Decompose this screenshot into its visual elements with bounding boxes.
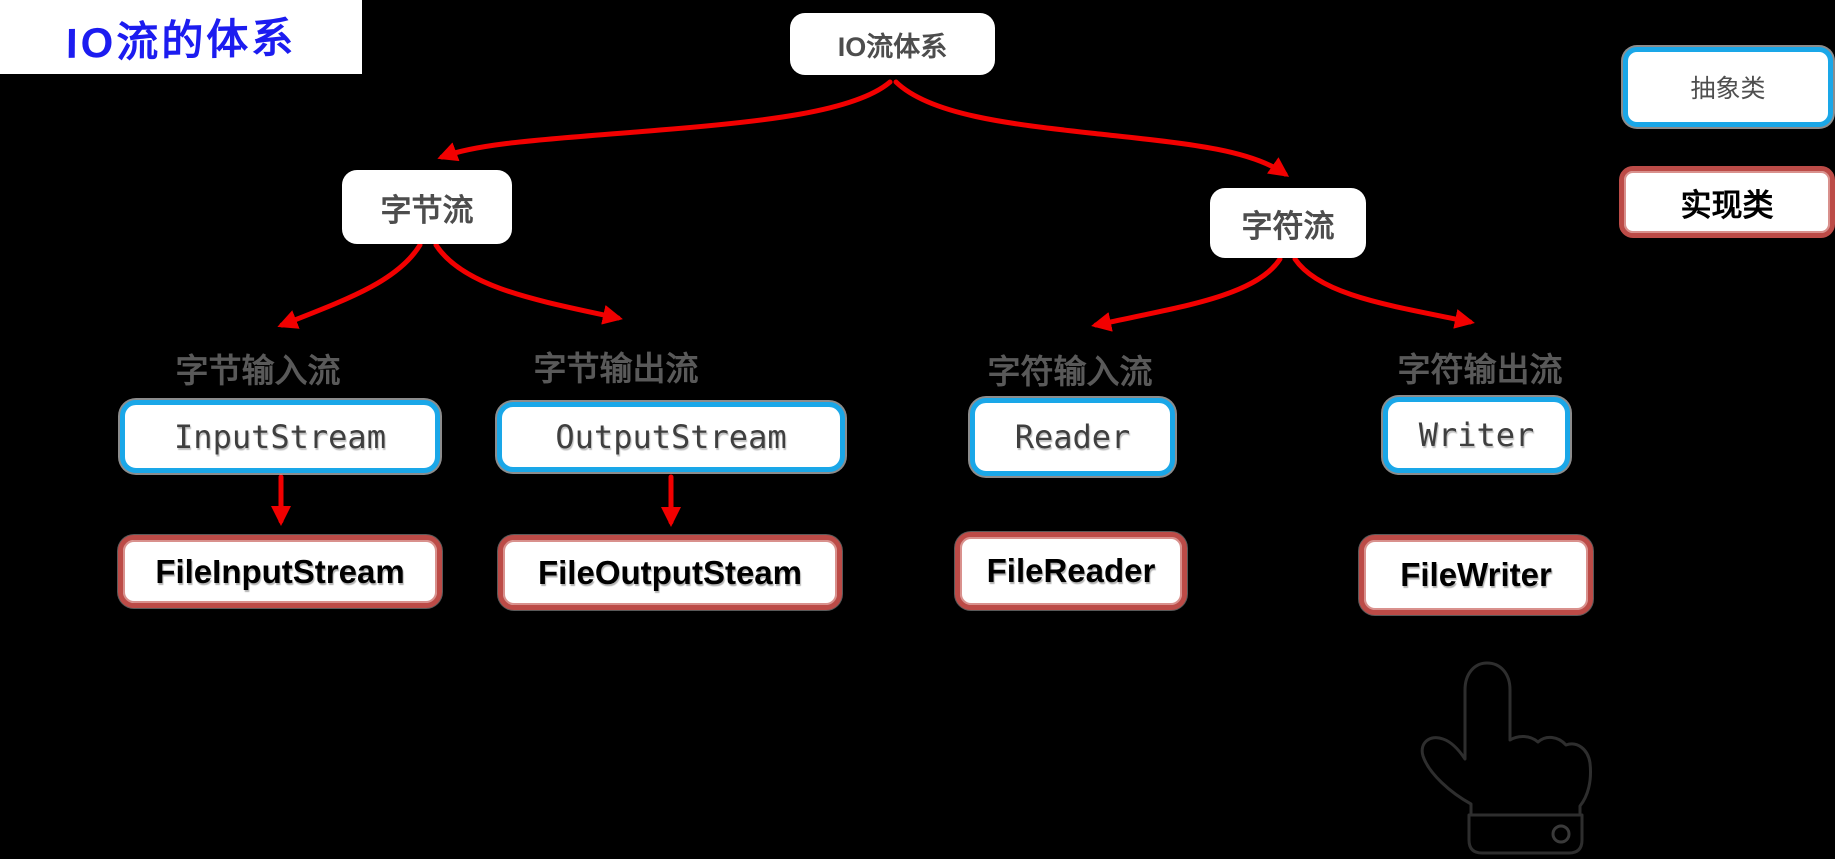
arrow-byte-stream-to-byte-output <box>433 242 623 325</box>
arrow-root-to-byte-stream <box>437 79 893 162</box>
node-root-io-system: IO流体系 <box>790 13 995 75</box>
box-filereader: FileReader <box>955 532 1187 610</box>
legend-implementation-class: 实现类 <box>1619 166 1835 238</box>
box-reader-label: Reader <box>1014 418 1131 456</box>
box-fileinputstream: FileInputStream <box>118 535 442 608</box>
arrow-char-stream-to-char-output <box>1292 256 1475 329</box>
label-byte-input-stream: 字节输入流 <box>175 352 341 389</box>
arrow-root-to-char-stream <box>893 79 1290 177</box>
legend-implementation-class-label: 实现类 <box>1680 187 1774 223</box>
box-filereader-label: FileReader <box>986 552 1156 589</box>
arrow-char-stream-to-char-input <box>1091 256 1283 332</box>
node-byte-stream: 字节流 <box>342 170 512 244</box>
label-char-input-stream: 字符输入流 <box>987 353 1153 390</box>
arrow-byte-stream-to-byte-input <box>277 242 423 329</box>
node-root-label: IO流体系 <box>837 31 948 62</box>
box-inputstream: InputStream <box>120 400 440 473</box>
box-outputstream-label: OutputStream <box>555 418 787 456</box>
box-filewriter-label: FileWriter <box>1400 556 1552 593</box>
box-writer: Writer <box>1383 397 1570 473</box>
box-fileoutputsteam-label: FileOutputSteam <box>537 553 803 591</box>
node-char-stream: 字符流 <box>1210 188 1366 258</box>
box-reader: Reader <box>970 398 1175 476</box>
box-inputstream-label: InputStream <box>174 417 386 456</box>
box-fileoutputsteam: FileOutputSteam <box>498 535 842 610</box>
box-fileinputstream-label: FileInputStream <box>155 552 405 590</box>
legend-abstract-class: 抽象类 <box>1623 47 1833 127</box>
label-char-output-stream: 字符输出流 <box>1397 351 1563 388</box>
box-writer-label: Writer <box>1418 416 1535 454</box>
box-outputstream: OutputStream <box>497 402 845 472</box>
pointing-hand-icon <box>1393 652 1613 859</box>
label-byte-output-stream: 字节输出流 <box>533 350 699 387</box>
title-plaque: IO流的体系 <box>0 0 362 74</box>
box-filewriter: FileWriter <box>1359 535 1593 615</box>
node-byte-stream-label: 字节流 <box>380 192 474 228</box>
node-char-stream-label: 字符流 <box>1241 208 1335 244</box>
page-title: IO流的体系 <box>65 13 297 67</box>
legend-abstract-class-label: 抽象类 <box>1690 75 1766 103</box>
